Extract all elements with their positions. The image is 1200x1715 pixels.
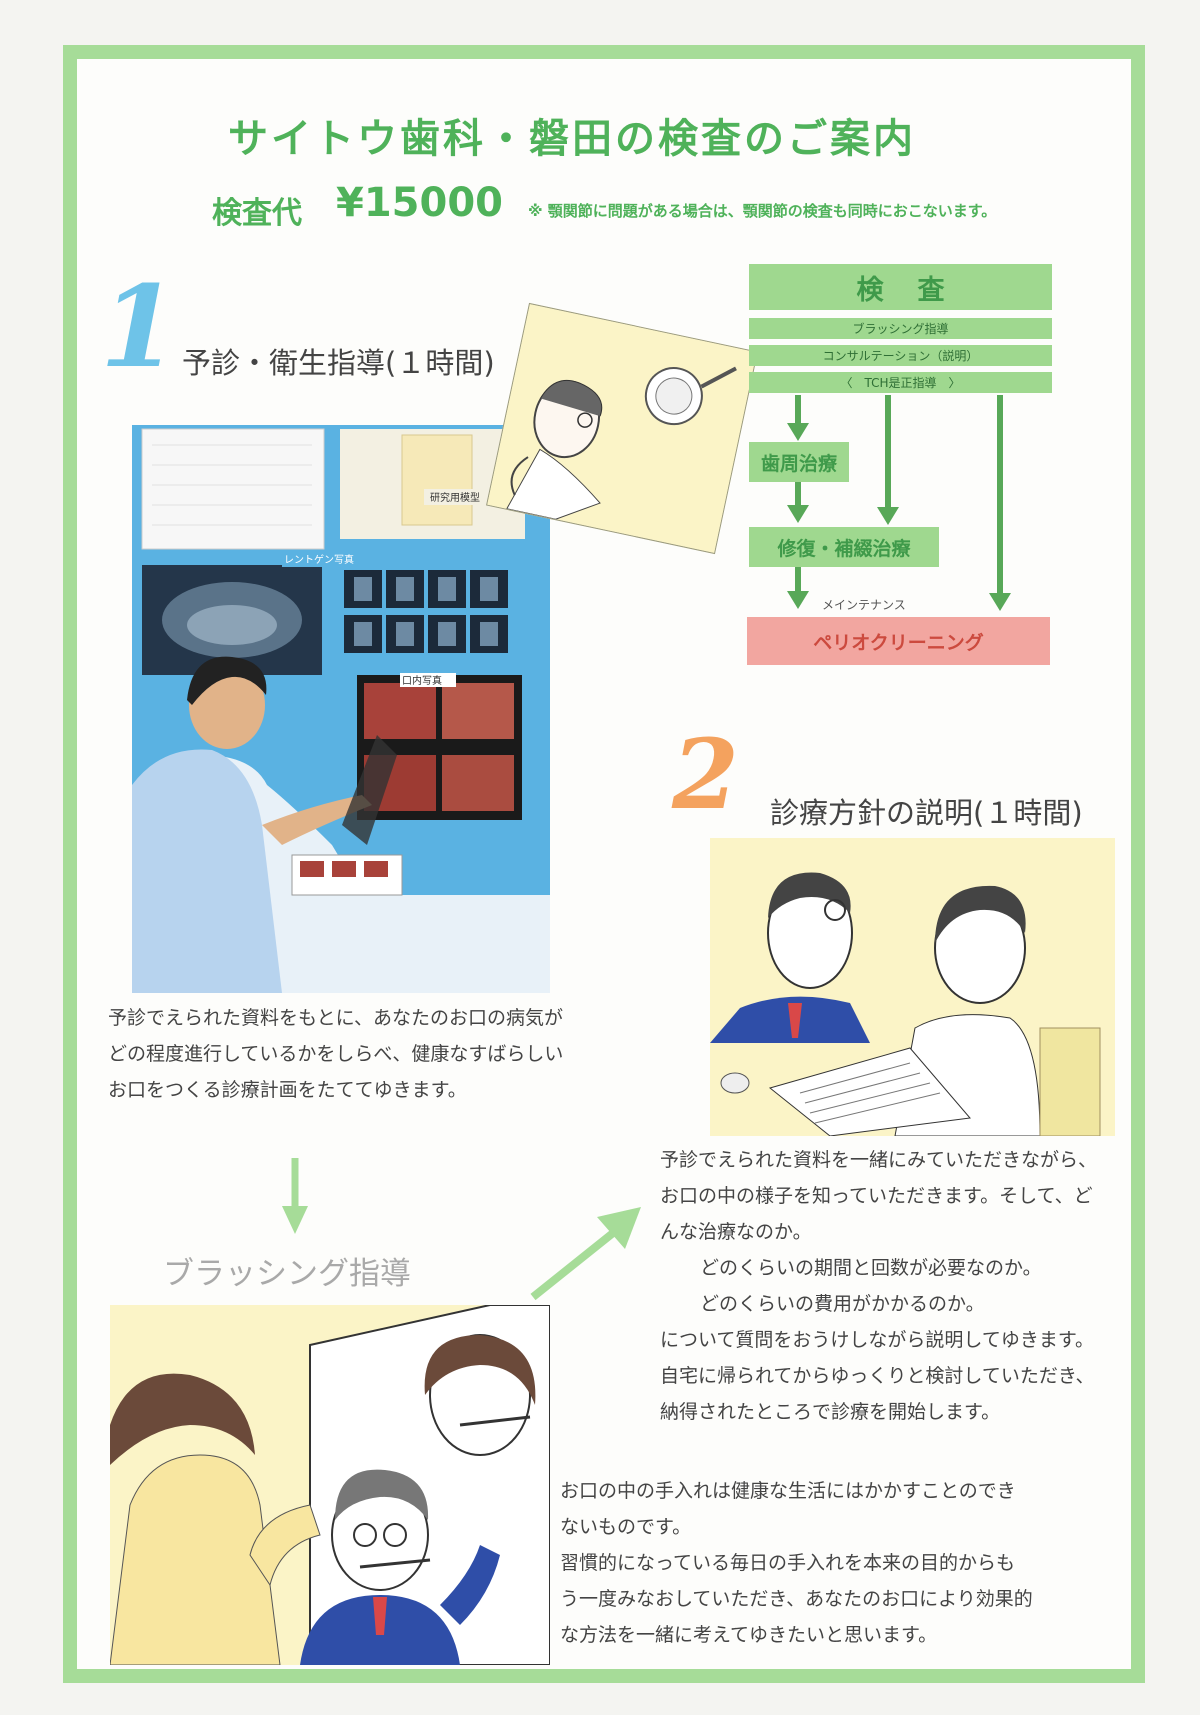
fee-amount: ¥15000 xyxy=(336,180,503,226)
explanation-illustration xyxy=(710,838,1115,1137)
brushing-line: う一度みなおしていただき、あなたのお口により効果的 xyxy=(560,1588,1033,1610)
brushing-illustration xyxy=(109,1304,551,1666)
section2-number: 2 xyxy=(672,718,739,831)
flowchart-brushing-row: ブラッシング指導 xyxy=(749,318,1052,339)
section1-description: 予診でえられた資料をもとに、あなたのお口の病気が どの程度進行しているかをしらべ… xyxy=(108,1000,563,1108)
fee-note: ※ 顎関節に問題がある場合は、顎関節の検査も同時におこないます。 xyxy=(528,202,997,220)
arrow-up-right-icon xyxy=(530,1207,641,1301)
arrow-down-icon xyxy=(989,593,1011,611)
arrow-down-icon xyxy=(787,591,809,609)
fee-label: 検査代 xyxy=(212,196,302,231)
flowchart-exam-head: 検査 xyxy=(749,264,1052,310)
flowchart-restore-box: 修復・補綴治療 xyxy=(749,527,939,567)
dentist-lamp-illustration xyxy=(486,302,758,555)
brushing-description: お口の中の手入れは健康な生活にはかかすことのでき ないものです。 習慣的になって… xyxy=(560,1473,1033,1653)
section2-line: 自宅に帰られてからゆっくりと検討していただき、 xyxy=(660,1365,1095,1387)
section2-line: お口の中の様子を知っていただきます。そして、ど xyxy=(660,1185,1093,1207)
section1-number: 1 xyxy=(100,262,178,393)
section2-line: について質問をおうけしながら説明してゆきます。 xyxy=(660,1329,1094,1351)
flowchart-consultation-row: コンサルテーション（説明） xyxy=(749,345,1052,366)
brushing-line: ないものです。 xyxy=(560,1516,692,1538)
consultation-photo: 研究用模型 レントゲン写真 口内写真 xyxy=(132,425,550,993)
arrow-down-icon xyxy=(282,1158,308,1234)
flowchart-tch-row: 〈 TCH是正指導 〉 xyxy=(749,372,1052,393)
lamp-icon xyxy=(644,366,737,426)
section1-line: どの程度進行しているかをしらべ、健康なすばらしい xyxy=(108,1043,564,1065)
section1-line: 予診でえられた資料をもとに、あなたのお口の病気が xyxy=(108,1007,564,1029)
arrow-down-icon xyxy=(877,507,899,525)
section2-line: どのくらいの費用がかかるのか。 xyxy=(700,1293,985,1315)
arrow-down-icon xyxy=(787,505,809,523)
section2-line: どのくらいの期間と回数が必要なのか。 xyxy=(700,1257,1042,1279)
xray-label: レントゲン写真 xyxy=(284,553,354,566)
section2-title: 診療方針の説明(１時間) xyxy=(770,796,1083,830)
page-title: サイトウ歯科・磐田の検査のご案内 xyxy=(228,116,916,162)
arrow-down-icon xyxy=(787,423,809,441)
brushing-line: な方法を一緒に考えてゆきたいと思います。 xyxy=(560,1624,938,1646)
brushing-line: お口の中の手入れは健康な生活にはかかすことのでき xyxy=(560,1480,1016,1502)
flowchart-arrows xyxy=(787,395,1011,611)
section1-title: 予診・衛生指導(１時間) xyxy=(182,346,495,380)
model-label: 研究用模型 xyxy=(430,491,480,504)
section2-description: 予診でえられた資料を一緒にみていただきながら、 お口の中の様子を知っていただきま… xyxy=(660,1142,1097,1430)
section2-line: んな治療なのか。 xyxy=(660,1221,812,1243)
flowchart-maintenance-label: メインテナンス xyxy=(822,598,906,612)
section2-line: 納得されたところで診療を開始します。 xyxy=(660,1401,1001,1423)
brushing-line: 習慣的になっている毎日の手入れを本来の目的からも xyxy=(560,1552,1016,1574)
flowchart-perio-box: 歯周治療 xyxy=(749,442,849,482)
intraoral-label: 口内写真 xyxy=(402,674,442,687)
brushing-title: ブラッシング指導 xyxy=(163,1256,411,1292)
section1-line: お口をつくる診療計画をたててゆきます。 xyxy=(108,1079,467,1101)
section2-line: 予診でえられた資料を一緒にみていただきながら、 xyxy=(660,1149,1098,1171)
flowchart-perio-cleaning-box: ペリオクリーニング xyxy=(747,617,1050,665)
